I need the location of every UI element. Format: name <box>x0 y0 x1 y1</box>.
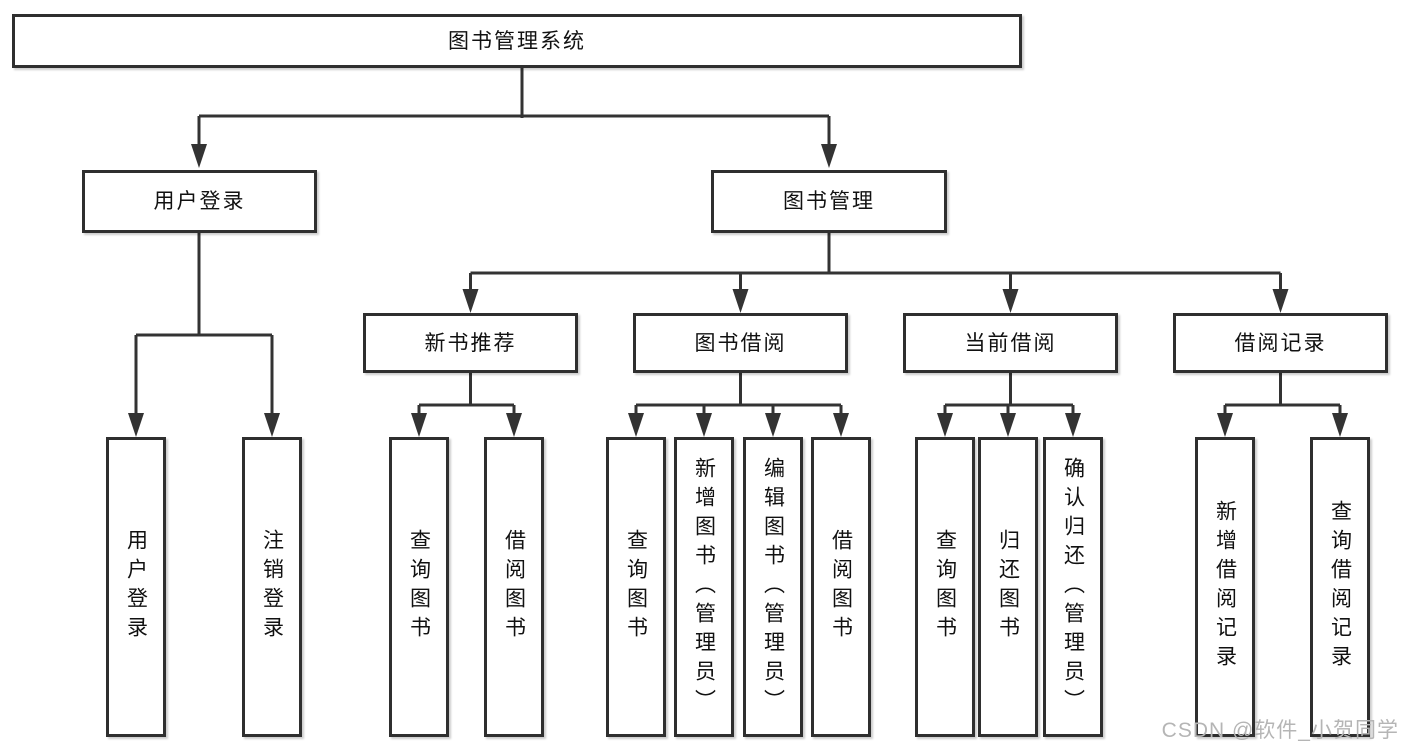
node-borrowing-records: 借阅记录 <box>1173 313 1388 373</box>
csdn-watermark: CSDN @软件_小贺同学 <box>1161 719 1399 742</box>
leaf-edit-books-admin: 编辑图书（管理员） <box>743 437 803 737</box>
node-new-book-recommend: 新书推荐 <box>363 313 578 373</box>
leaf-confirm-return-admin: 确认归还（管理员） <box>1043 437 1103 737</box>
leaf-query-books-borrowing: 查询图书 <box>606 437 666 737</box>
leaf-return-books: 归还图书 <box>978 437 1038 737</box>
node-user-login: 用户登录 <box>82 170 317 233</box>
leaf-add-books-admin: 新增图书（管理员） <box>674 437 734 737</box>
leaf-query-books-current: 查询图书 <box>915 437 975 737</box>
leaf-borrow-books-recommend: 借阅图书 <box>484 437 544 737</box>
node-current-borrowing: 当前借阅 <box>903 313 1118 373</box>
node-library-management-system: 图书管理系统 <box>12 14 1022 68</box>
leaf-logout: 注销登录 <box>242 437 302 737</box>
leaf-query-books-recommend: 查询图书 <box>389 437 449 737</box>
leaf-user-login: 用户登录 <box>106 437 166 737</box>
leaf-borrow-books: 借阅图书 <box>811 437 871 737</box>
node-book-borrowing: 图书借阅 <box>633 313 848 373</box>
leaf-add-borrow-record: 新增借阅记录 <box>1195 437 1255 737</box>
node-book-management: 图书管理 <box>711 170 947 233</box>
leaf-query-borrow-record: 查询借阅记录 <box>1310 437 1370 737</box>
